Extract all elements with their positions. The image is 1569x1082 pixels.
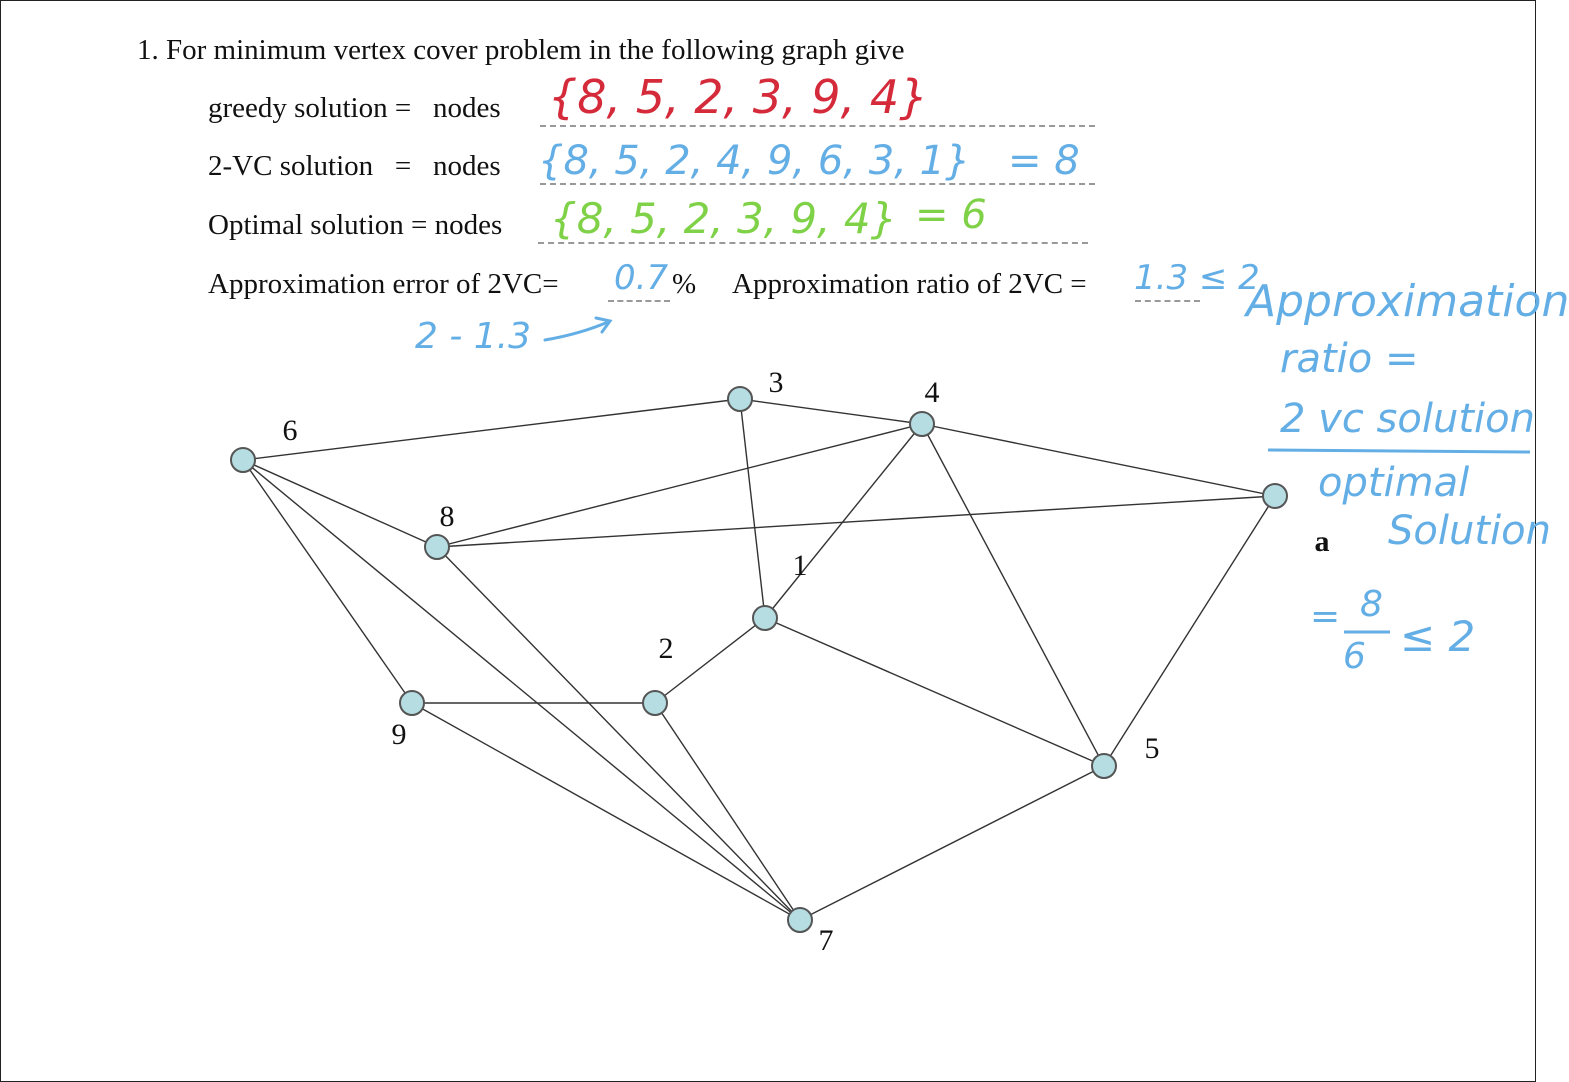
- node-label-9: 9: [392, 718, 407, 751]
- error-blank: [608, 300, 670, 302]
- side-den: 6: [1343, 636, 1366, 677]
- side-num: 8: [1360, 584, 1383, 625]
- edge-3-1: [739, 398, 766, 619]
- error-work: 2 - 1.3: [415, 316, 532, 357]
- greedy-blank: [540, 125, 1095, 127]
- vc2-blank: [540, 183, 1095, 185]
- edge-4-5: [921, 423, 1105, 767]
- question-prefix: 1. For minimum vertex cover problem in t…: [137, 34, 905, 66]
- edge-6-9: [242, 459, 413, 704]
- node-7: [787, 907, 813, 933]
- edge-5-a: [1103, 495, 1276, 767]
- node-label-8: 8: [440, 500, 455, 533]
- node-label-3: 3: [769, 366, 784, 399]
- node-6: [230, 447, 256, 473]
- node-label-a: a: [1315, 525, 1330, 558]
- node-4: [909, 411, 935, 437]
- node-label-1: 1: [793, 549, 808, 582]
- greedy-answer: {8, 5, 2, 3, 9, 4}: [548, 70, 929, 124]
- side-eq: =: [1310, 596, 1341, 637]
- greedy-label: greedy solution = nodes: [208, 92, 501, 124]
- edge-3-4: [739, 398, 923, 425]
- optimal-answer: {8, 5, 2, 3, 9, 4}: [550, 194, 898, 243]
- edge-6-3: [242, 398, 741, 461]
- vc2-answer: {8, 5, 2, 4, 9, 6, 3, 1}: [538, 138, 971, 184]
- node-label-5: 5: [1145, 732, 1160, 765]
- node-label-4: 4: [925, 376, 940, 409]
- side-numerator: 2 vc solution: [1280, 396, 1535, 442]
- edge-6-8: [242, 459, 438, 548]
- graph-diagram: 1 2 3 4 5 6 7 8 9 a: [230, 366, 1330, 957]
- edge-9-7: [411, 702, 801, 921]
- node-a: [1262, 483, 1288, 509]
- error-label: Approximation error of 2VC=: [208, 268, 559, 300]
- percent-sign: %: [672, 268, 697, 300]
- side-den-2: Solution: [1388, 508, 1551, 554]
- edge-6-7: [242, 459, 801, 921]
- side-le: ≤ 2: [1400, 612, 1476, 661]
- edge-4-a: [921, 423, 1276, 497]
- node-label-2: 2: [659, 632, 674, 665]
- graph-nodes: [230, 386, 1288, 933]
- node-label-6: 6: [283, 414, 298, 447]
- node-5: [1091, 753, 1117, 779]
- optimal-count: = 6: [915, 192, 987, 238]
- optimal-label: Optimal solution = nodes: [208, 209, 503, 241]
- node-9: [399, 690, 425, 716]
- ratio-blank: [1135, 300, 1200, 302]
- node-2: [642, 690, 668, 716]
- side-title: Approximation: [1246, 276, 1569, 327]
- edge-4-1: [764, 423, 923, 619]
- edge-2-7: [654, 702, 801, 921]
- edge-2-1: [654, 617, 766, 704]
- edge-8-7: [436, 546, 801, 921]
- vc2-count: = 8: [1008, 138, 1080, 184]
- edge-8-a: [436, 495, 1276, 548]
- side-den-1: optimal: [1318, 460, 1470, 506]
- node-1: [752, 605, 778, 631]
- node-label-7: 7: [819, 924, 834, 957]
- ratio-label: Approximation ratio of 2VC =: [732, 268, 1087, 300]
- vc2-label: 2-VC solution = nodes: [208, 150, 501, 182]
- side-ratio: ratio =: [1280, 336, 1419, 382]
- graph-labels: 1 2 3 4 5 6 7 8 9 a: [283, 366, 1330, 957]
- optimal-blank: [538, 242, 1088, 244]
- ratio-value: 1.3 ≤ 2: [1134, 258, 1260, 298]
- graph-edges: [242, 398, 1276, 921]
- node-8: [424, 534, 450, 560]
- edge-5-7: [799, 765, 1105, 921]
- error-value: 0.7: [614, 258, 669, 298]
- node-3: [727, 386, 753, 412]
- edge-1-5: [764, 617, 1105, 767]
- edge-4-8: [436, 423, 923, 548]
